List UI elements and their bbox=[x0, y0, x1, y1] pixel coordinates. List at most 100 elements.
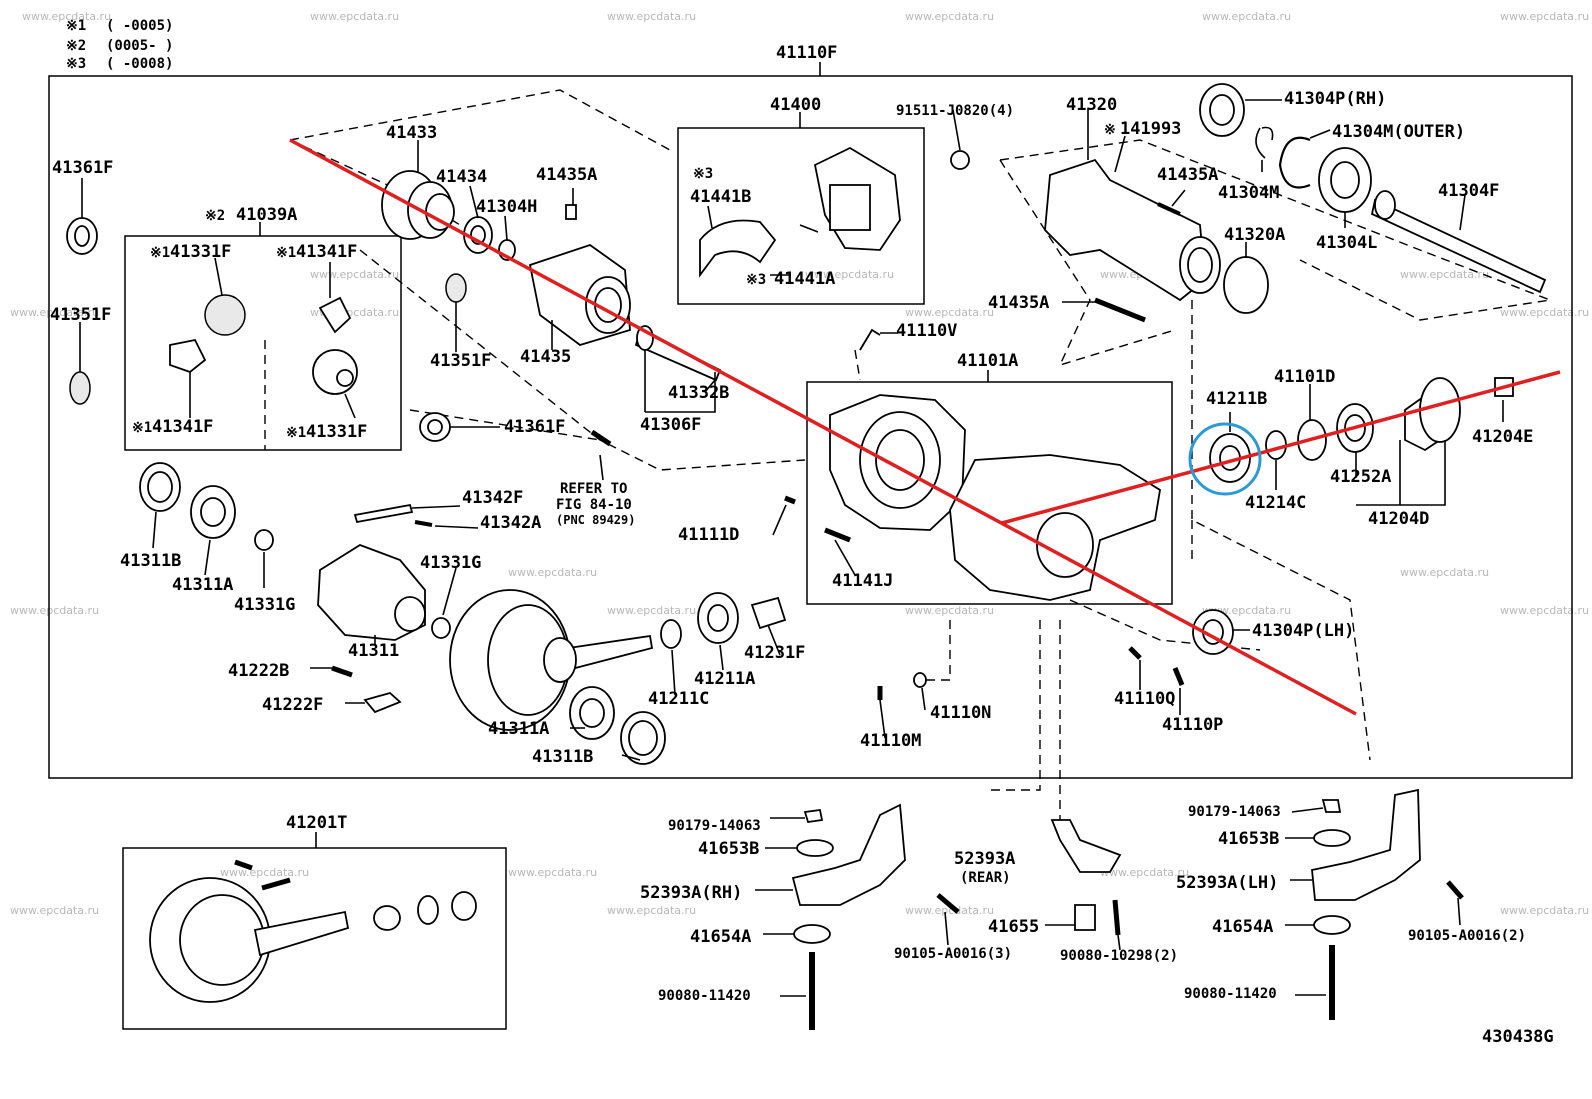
part-label: 41110P bbox=[1162, 715, 1223, 735]
part-label: 41433 bbox=[386, 123, 437, 143]
part-label: 90080-11420 bbox=[658, 988, 751, 1004]
nut-90179-a bbox=[803, 808, 824, 824]
part-label: 41304H bbox=[476, 197, 537, 217]
shaft-41304F bbox=[1370, 198, 1547, 294]
leader-lines bbox=[79, 99, 1504, 997]
mark-1: ※1 bbox=[276, 245, 296, 261]
bracket-52393A-rear bbox=[1050, 819, 1122, 873]
part-label: 41435 bbox=[520, 347, 571, 367]
part-label: 41654A bbox=[1212, 917, 1273, 937]
note-range: (0005- ) bbox=[106, 38, 173, 54]
part-label: 41311A bbox=[172, 575, 233, 595]
snapring-41304M bbox=[1255, 126, 1274, 159]
part-label: 41222F bbox=[262, 695, 323, 715]
subassembly-box-41400 bbox=[677, 127, 925, 305]
washer-41351F bbox=[69, 371, 91, 405]
part-label: 41304P(LH) bbox=[1252, 621, 1354, 641]
nut-90179-b bbox=[1321, 799, 1342, 813]
part-label: 41320A bbox=[1224, 225, 1285, 245]
mark-2: ※2 bbox=[205, 208, 225, 224]
breather-41110V bbox=[859, 328, 881, 351]
washer-41214C bbox=[1265, 430, 1287, 460]
part-label: 41351F bbox=[430, 351, 491, 371]
watermark: www.epcdata.ru bbox=[905, 10, 994, 23]
group-label-41110F: 41110F bbox=[776, 43, 837, 63]
subassembly-box-41101A bbox=[806, 381, 1173, 605]
part-label: 41306F bbox=[640, 415, 701, 435]
gear-41331F bbox=[204, 294, 246, 336]
part-label: 41211A bbox=[694, 669, 755, 689]
part-label: 90179-14063 bbox=[668, 818, 761, 834]
mark-1: ※1 bbox=[150, 245, 170, 261]
part-label: 41311 bbox=[348, 641, 399, 661]
note-range: ( -0008) bbox=[106, 56, 173, 72]
group-label-41101A: 41101A bbox=[957, 351, 1018, 371]
user-annotations bbox=[289, 138, 1561, 716]
watermark: www.epcdata.ru bbox=[607, 10, 696, 23]
part-label: 41331G bbox=[420, 553, 481, 573]
watermark: www.epcdata.ru bbox=[607, 604, 696, 617]
snapring-41304M-outer bbox=[1278, 136, 1311, 189]
part-label: 41231F bbox=[744, 643, 805, 663]
bolt-41435A bbox=[565, 204, 577, 220]
part-label: 90105-A0016(3) bbox=[894, 946, 1012, 962]
part-label: 41653B bbox=[698, 839, 759, 859]
part-label: 41331G bbox=[234, 595, 295, 615]
part-label: 41304P(RH) bbox=[1284, 89, 1386, 109]
cushion-41654A-b bbox=[1313, 915, 1351, 935]
watermark: www.epcdata.ru bbox=[22, 10, 111, 23]
oring-41320A bbox=[1223, 256, 1269, 314]
part-label: 141993 bbox=[1120, 119, 1181, 139]
watermark: www.epcdata.ru bbox=[905, 604, 994, 617]
figure-number: 430438G bbox=[1482, 1027, 1554, 1047]
part-label: 52393A(LH) bbox=[1176, 873, 1278, 893]
part-label: 41342A bbox=[480, 513, 541, 533]
part-label: 41311B bbox=[120, 551, 181, 571]
part-label: 41653B bbox=[1218, 829, 1279, 849]
part-label: 41331F bbox=[170, 242, 231, 262]
group-label-41400: 41400 bbox=[770, 95, 821, 115]
watermark: www.epcdata.ru bbox=[220, 866, 309, 879]
part-label: 41311A bbox=[488, 719, 549, 739]
watermark: www.epcdata.ru bbox=[508, 866, 597, 879]
cushion-41653B-b bbox=[1313, 829, 1351, 847]
watermark: www.epcdata.ru bbox=[905, 306, 994, 319]
watermark: www.epcdata.ru bbox=[805, 268, 894, 281]
part-label: 90080-11420 bbox=[1184, 986, 1277, 1002]
red-strike-line bbox=[289, 138, 1357, 716]
part-label: 41341F bbox=[152, 417, 213, 437]
watermark: www.epcdata.ru bbox=[310, 10, 399, 23]
applicability-notes: ※1 ( -0005) ※2 (0005- ) ※3 ( -0008) bbox=[66, 18, 173, 72]
mark-1: ※1 bbox=[286, 425, 306, 441]
part-label: 41435A bbox=[536, 165, 597, 185]
pinion-41201T bbox=[253, 910, 350, 957]
part-label: 41441B bbox=[690, 187, 751, 207]
part-label: 41332B bbox=[668, 383, 729, 403]
plate-41342F bbox=[353, 503, 414, 524]
watermark: www.epcdata.ru bbox=[1500, 904, 1589, 917]
spacer-41655 bbox=[1074, 904, 1096, 931]
part-labels: 41361F 41351F 41433 41434 41304H 41435A … bbox=[50, 89, 1554, 1047]
part-label: 41435A bbox=[988, 293, 1049, 313]
refer-line: FIG 84-10 bbox=[556, 497, 632, 513]
part-label: 41111D bbox=[678, 525, 739, 545]
watermark: www.epcdata.ru bbox=[10, 604, 99, 617]
part-label: 41222B bbox=[228, 661, 289, 681]
mark-3: ※3 bbox=[746, 272, 766, 288]
mark-3: ※3 bbox=[693, 166, 713, 182]
watermark: www.epcdata.ru bbox=[905, 904, 994, 917]
watermark: www.epcdata.ru bbox=[1400, 268, 1489, 281]
part-shapes bbox=[66, 83, 1547, 1030]
washer-41331G-b bbox=[431, 617, 451, 639]
red-strike-line bbox=[1001, 370, 1561, 525]
part-label: 41342F bbox=[462, 488, 523, 508]
watermark: www.epcdata.ru bbox=[1100, 866, 1189, 879]
note-mark: ※1 bbox=[66, 18, 86, 34]
part-label: 41655 bbox=[988, 917, 1039, 937]
part-label: 41361F bbox=[504, 417, 565, 437]
watermark: www.epcdata.ru bbox=[607, 904, 696, 917]
part-label: 41110M bbox=[860, 731, 921, 751]
part-label: 41110Q bbox=[1114, 689, 1175, 709]
part-label: 41214C bbox=[1245, 493, 1306, 513]
